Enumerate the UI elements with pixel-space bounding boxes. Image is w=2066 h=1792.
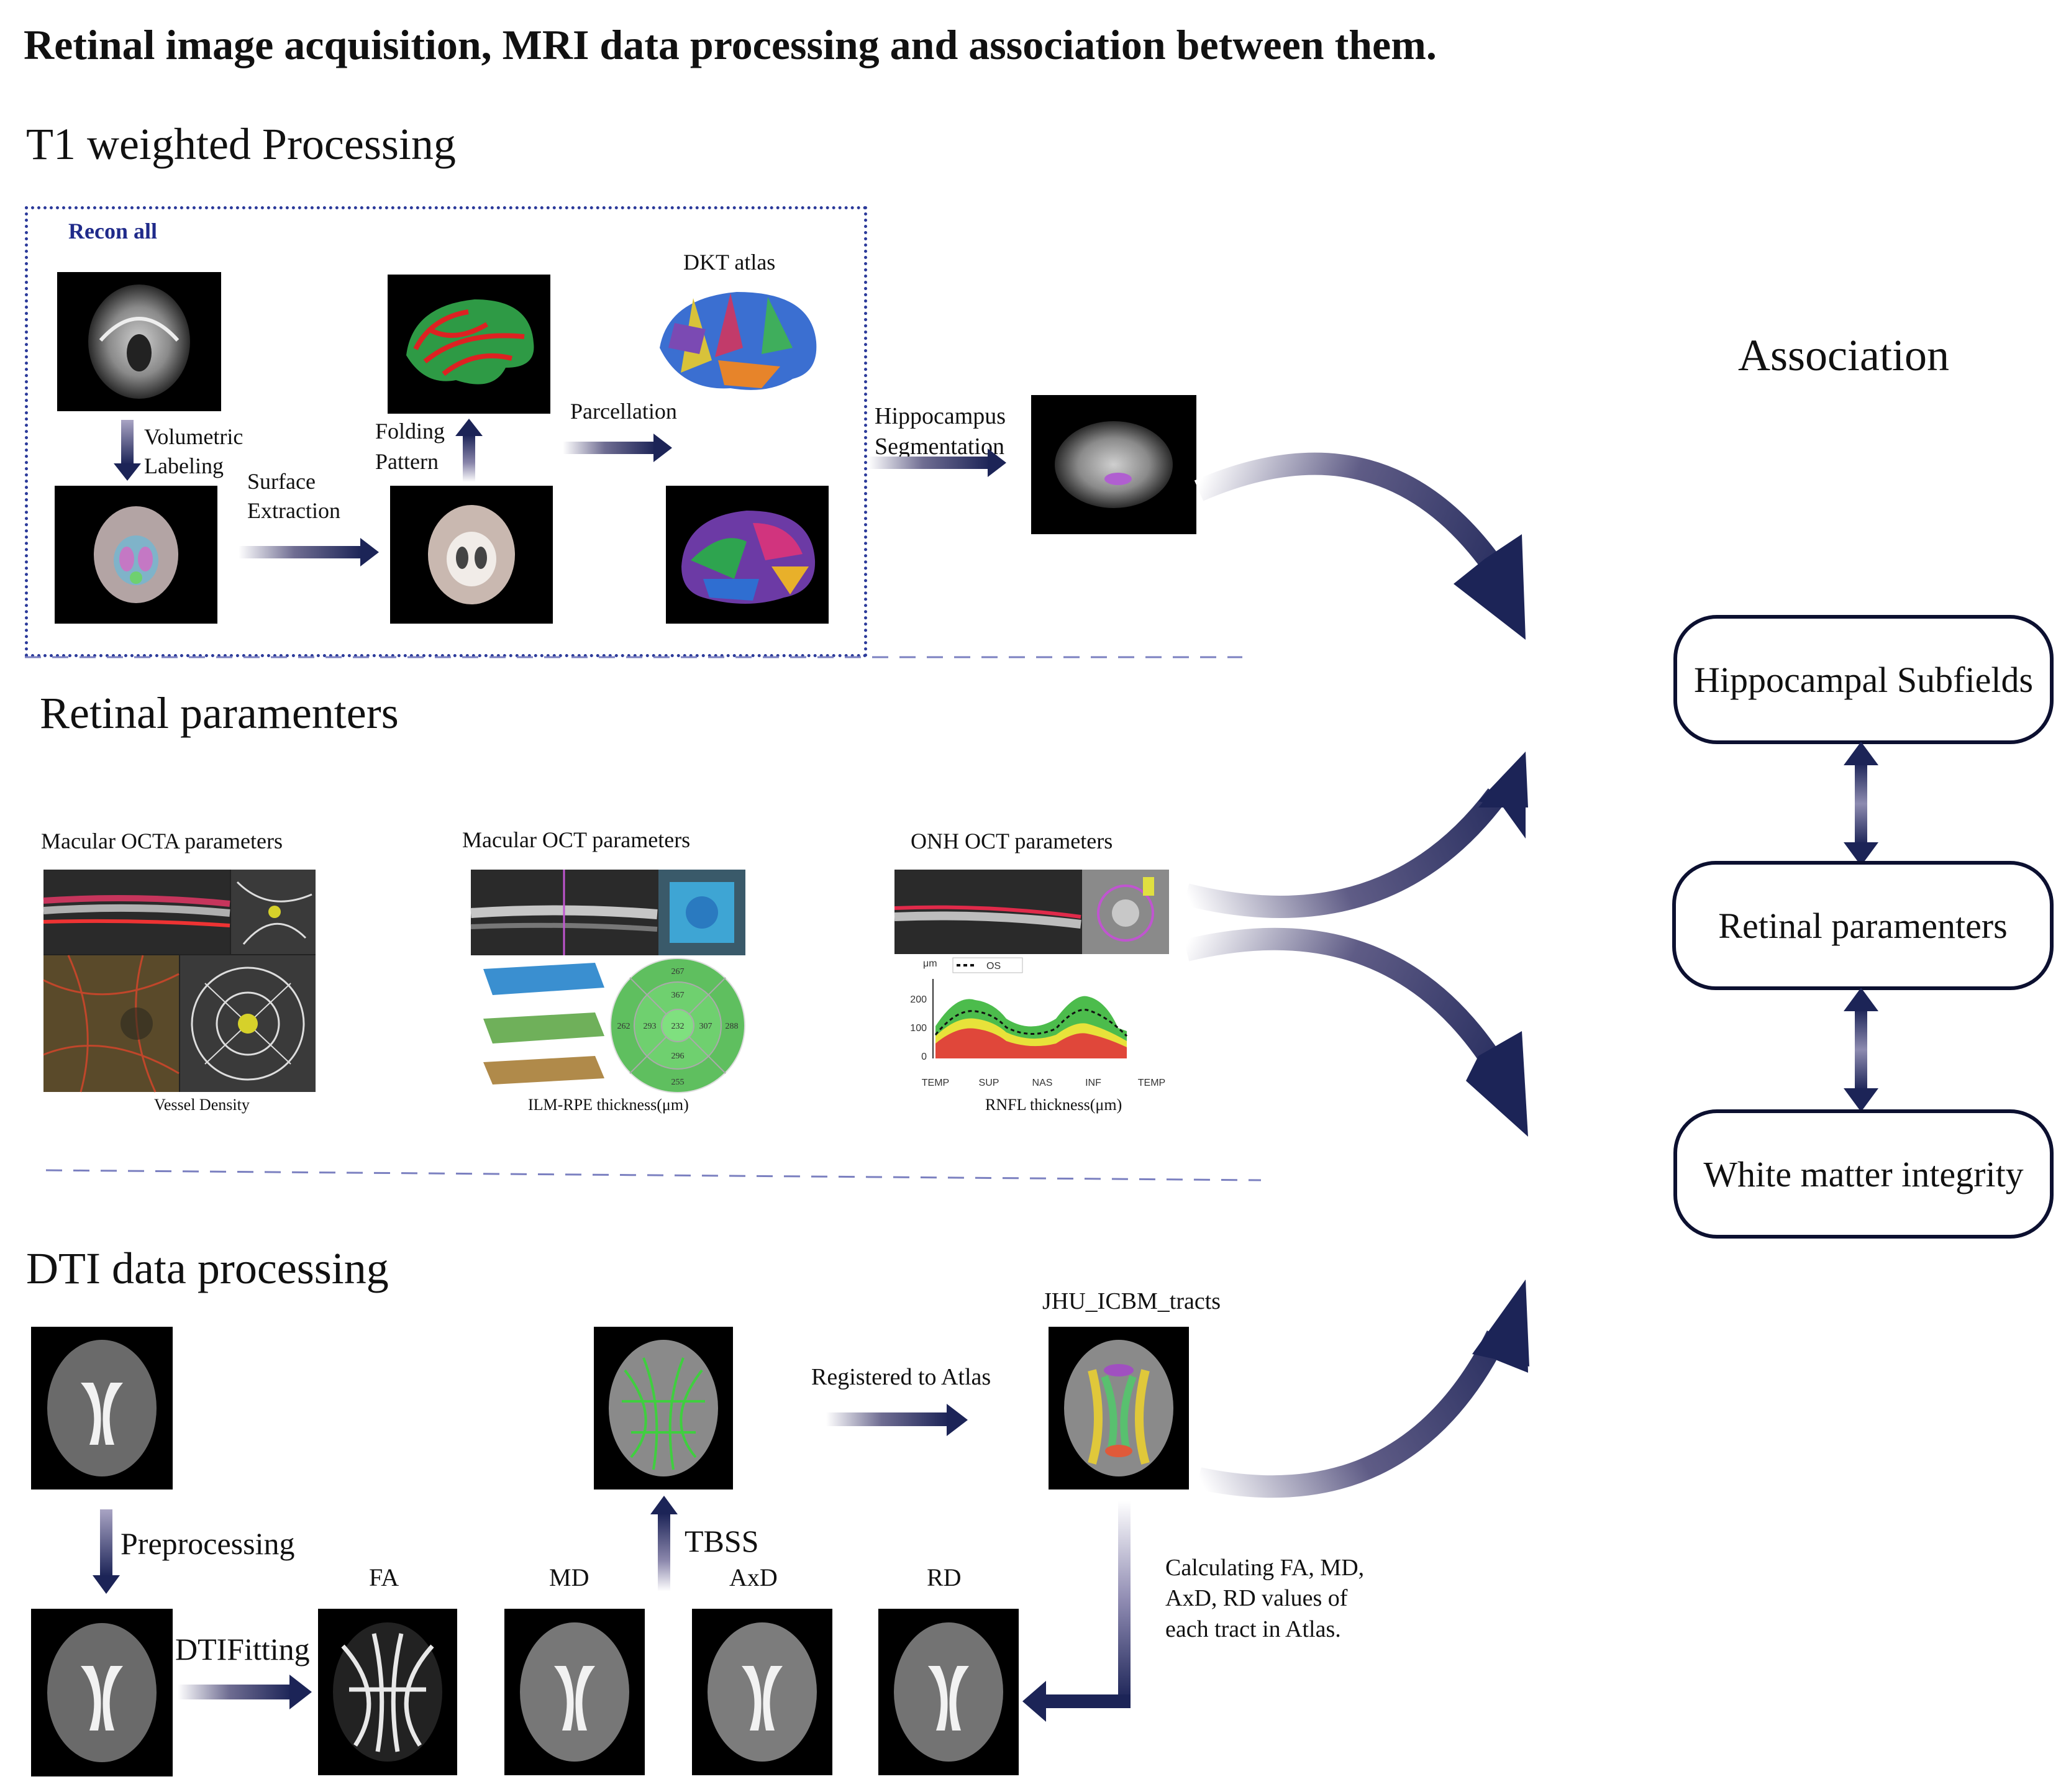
dkt-atlas-label: DKT atlas xyxy=(683,250,776,275)
onh-bscan-panel xyxy=(894,870,1169,954)
t1-coronal-image xyxy=(57,272,221,411)
oct-outer-left: 262 xyxy=(617,1022,630,1031)
md-map-image xyxy=(504,1609,645,1775)
figure-title: Retinal image acquisition, MRI data proc… xyxy=(24,21,1437,68)
tbss-label: TBSS xyxy=(685,1524,759,1558)
onh-ytick-200: 200 xyxy=(910,994,927,1005)
rd-map-image xyxy=(878,1609,1019,1775)
oct-inner-right: 307 xyxy=(699,1022,712,1031)
parcellation-image xyxy=(666,486,829,624)
folding-arrow xyxy=(455,419,483,482)
parcellation-label: Parcellation xyxy=(570,399,677,424)
preprocessing-label: Preprocessing xyxy=(121,1526,295,1561)
onh-ytick-0: 0 xyxy=(921,1052,927,1062)
oct-inner-top: 367 xyxy=(671,991,685,1000)
onh-xtick-inf: INF xyxy=(1085,1078,1101,1088)
registered-label: Registered to Atlas xyxy=(811,1364,991,1390)
recon-all-label: Recon all xyxy=(68,219,157,243)
dwi-preprocessed-image xyxy=(31,1609,173,1776)
oct-center: 232 xyxy=(671,1022,685,1031)
tbss-skeleton-image xyxy=(594,1327,733,1490)
axd-map-image xyxy=(692,1609,832,1775)
octa-caption: Vessel Density xyxy=(154,1096,250,1114)
jhu-atlas-image xyxy=(1049,1327,1189,1490)
bidirectional-arrow-1 xyxy=(1844,742,1878,866)
oct-bscan-panel xyxy=(470,870,745,955)
atlas-label: JHU_ICBM_tracts xyxy=(1042,1288,1221,1314)
association-box-retinal-parameters: Retinal paramenters xyxy=(1672,861,2054,990)
oct-title: Macular OCT parameters xyxy=(462,827,691,852)
md-label: MD xyxy=(549,1563,589,1591)
axd-label: AxD xyxy=(729,1563,778,1591)
registered-arrow xyxy=(826,1404,968,1436)
rd-label: RD xyxy=(927,1563,962,1591)
tbss-arrow xyxy=(650,1496,678,1591)
surface-arrow xyxy=(239,538,379,566)
association-box-hippocampal-subfields: Hippocampal Subfields xyxy=(1673,615,2054,744)
hippocampus-segmentation-image xyxy=(1031,395,1196,534)
oct-inner-bottom: 296 xyxy=(671,1052,685,1061)
onh-caption: RNFL thickness(μm) xyxy=(985,1096,1122,1114)
onh-xtick-sup: SUP xyxy=(979,1078,999,1088)
calc-return-arrow xyxy=(1022,1501,1131,1722)
t1-heading: T1 weighted Processing xyxy=(26,119,456,169)
recon-all-frame xyxy=(25,206,867,657)
onh-xtick-nas: NAS xyxy=(1032,1078,1053,1088)
oct-outer-right: 288 xyxy=(726,1022,739,1031)
volumetric-label-image xyxy=(55,486,217,624)
dtifitting-arrow xyxy=(178,1675,312,1709)
onh-title: ONH OCT parameters xyxy=(911,829,1113,853)
surface-extraction-image xyxy=(390,486,553,624)
onh-rnfl-chart: μm OS 200 100 0 TEMP SUP NAS INF TEMP xyxy=(894,957,1174,1093)
fa-label: FA xyxy=(369,1563,399,1591)
dkt-atlas-image xyxy=(656,286,820,398)
onh-xtick-temp-2: TEMP xyxy=(1138,1078,1165,1088)
onh-ytick-100: 100 xyxy=(910,1023,927,1034)
oct-inner-left: 293 xyxy=(644,1022,657,1031)
fa-map-image xyxy=(318,1609,457,1775)
oct-outer-bottom: 255 xyxy=(671,1078,685,1087)
bidirectional-arrow-2 xyxy=(1844,988,1878,1112)
dti-heading: DTI data processing xyxy=(26,1244,389,1293)
oct-surface-panel xyxy=(471,957,609,1087)
oct-etdrs-grid: 267 367 262 293 232 307 288 296 255 xyxy=(609,957,747,1094)
association-box-white-matter-integrity: White matter integrity xyxy=(1673,1109,2054,1239)
octa-title: Macular OCTA parameters xyxy=(41,829,283,853)
volumetric-arrow xyxy=(114,420,141,481)
octa-panel xyxy=(43,870,316,1093)
onh-xtick-temp-1: TEMP xyxy=(922,1078,949,1088)
folding-pattern-image xyxy=(388,275,550,414)
dtifitting-label: DTIFitting xyxy=(175,1632,310,1667)
dwi-raw-image xyxy=(31,1327,173,1490)
preprocessing-arrow xyxy=(93,1509,120,1594)
association-heading: Association xyxy=(1738,330,1949,380)
parcellation-arrow xyxy=(563,434,672,462)
onh-unit-label: μm xyxy=(923,958,937,969)
hippo-seg-arrow xyxy=(868,448,1006,477)
retinal-heading: Retinal paramenters xyxy=(40,688,399,738)
onh-legend-label: OS xyxy=(986,961,1001,971)
oct-caption: ILM-RPE thickness(μm) xyxy=(528,1096,689,1114)
oct-outer-top: 267 xyxy=(671,967,685,976)
